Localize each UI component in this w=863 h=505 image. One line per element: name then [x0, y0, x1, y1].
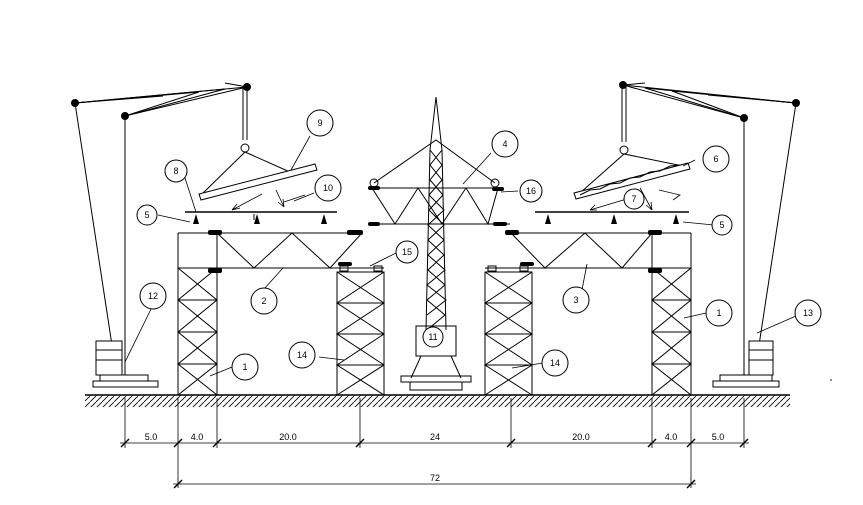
- callout-1-left-label: 1: [242, 362, 247, 372]
- stray-dot: [830, 379, 832, 381]
- callout-9-label: 9: [317, 118, 322, 128]
- dim-24: 24: [430, 432, 440, 442]
- callout-6: [702, 145, 730, 173]
- callouts: [136, 109, 822, 381]
- callout-5-right: [711, 214, 733, 236]
- right-truss: [485, 232, 692, 269]
- callout-15-label: 15: [402, 247, 412, 257]
- callout-4: [491, 130, 519, 158]
- dimension-lines: [120, 398, 749, 489]
- callout-8: [164, 159, 188, 183]
- callout-1-left: [231, 353, 259, 381]
- callout-numbers: 1 1 2 3 4 5 5 6 7 8 9 10 11 12 13 14 14 …: [144, 118, 813, 372]
- callout-7: [623, 188, 645, 210]
- center-tower-crane-mast: [400, 96, 472, 391]
- callout-1-right: [705, 299, 733, 327]
- dim-5-left: 5.0: [145, 432, 158, 442]
- ground: [85, 394, 790, 407]
- callout-16: [519, 179, 543, 203]
- dim-4-left: 4.0: [191, 432, 204, 442]
- callout-14-right-label: 14: [550, 358, 560, 368]
- left-inner-tower: [336, 265, 385, 396]
- callout-12: [139, 282, 167, 310]
- callout-5-left-label: 5: [144, 210, 149, 220]
- right-trestle-tower: [651, 267, 692, 396]
- left-upper-beam: [185, 211, 337, 224]
- callout-16-label: 16: [526, 186, 536, 196]
- right-lifted-truss: [573, 162, 691, 200]
- callout-11: [422, 326, 444, 348]
- bearing-pads: [208, 230, 662, 273]
- callout-4-label: 4: [502, 139, 507, 149]
- callout-15: [395, 240, 419, 264]
- callout-6-label: 6: [713, 154, 718, 164]
- callout-3: [562, 286, 590, 314]
- callout-13-label: 13: [803, 308, 813, 318]
- callout-3-label: 3: [573, 295, 578, 305]
- callout-5-right-label: 5: [719, 220, 724, 230]
- right-upper-beam: [535, 211, 689, 224]
- right-inner-tower: [484, 265, 533, 396]
- callout-13: [794, 299, 822, 327]
- callout-1-right-label: 1: [716, 308, 721, 318]
- callout-2: [250, 287, 278, 315]
- callout-leaders: [124, 135, 797, 377]
- dim-20-left: 20.0: [279, 432, 297, 442]
- callout-12-label: 12: [148, 291, 158, 301]
- dimension-labels: 5.0 4.0 20.0 24 20.0 4.0 5.0 72: [145, 432, 725, 483]
- callout-10: [314, 174, 342, 202]
- callout-14-left-label: 14: [297, 350, 307, 360]
- dim-20-right: 20.0: [572, 432, 590, 442]
- right-crane: [579, 82, 797, 388]
- callout-8-label: 8: [173, 166, 178, 176]
- callout-2-label: 2: [261, 296, 266, 306]
- right-crane-nodes: [619, 81, 800, 122]
- dim-5-right: 5.0: [712, 432, 725, 442]
- dim-total: 72: [430, 473, 440, 483]
- callout-5-left: [136, 204, 158, 226]
- callout-10-label: 10: [323, 183, 333, 193]
- left-crane-nodes: [71, 83, 251, 120]
- callout-11-label: 11: [428, 332, 437, 342]
- callout-7-label: 7: [631, 194, 636, 204]
- left-truss: [177, 232, 384, 269]
- callout-9: [306, 109, 334, 137]
- callout-14-right: [541, 349, 569, 377]
- dim-4-right: 4.0: [665, 432, 678, 442]
- center-truss-pads: [368, 186, 507, 226]
- callout-14-left: [288, 341, 316, 369]
- left-crane: [74, 82, 291, 388]
- left-lifted-beam: [198, 163, 318, 201]
